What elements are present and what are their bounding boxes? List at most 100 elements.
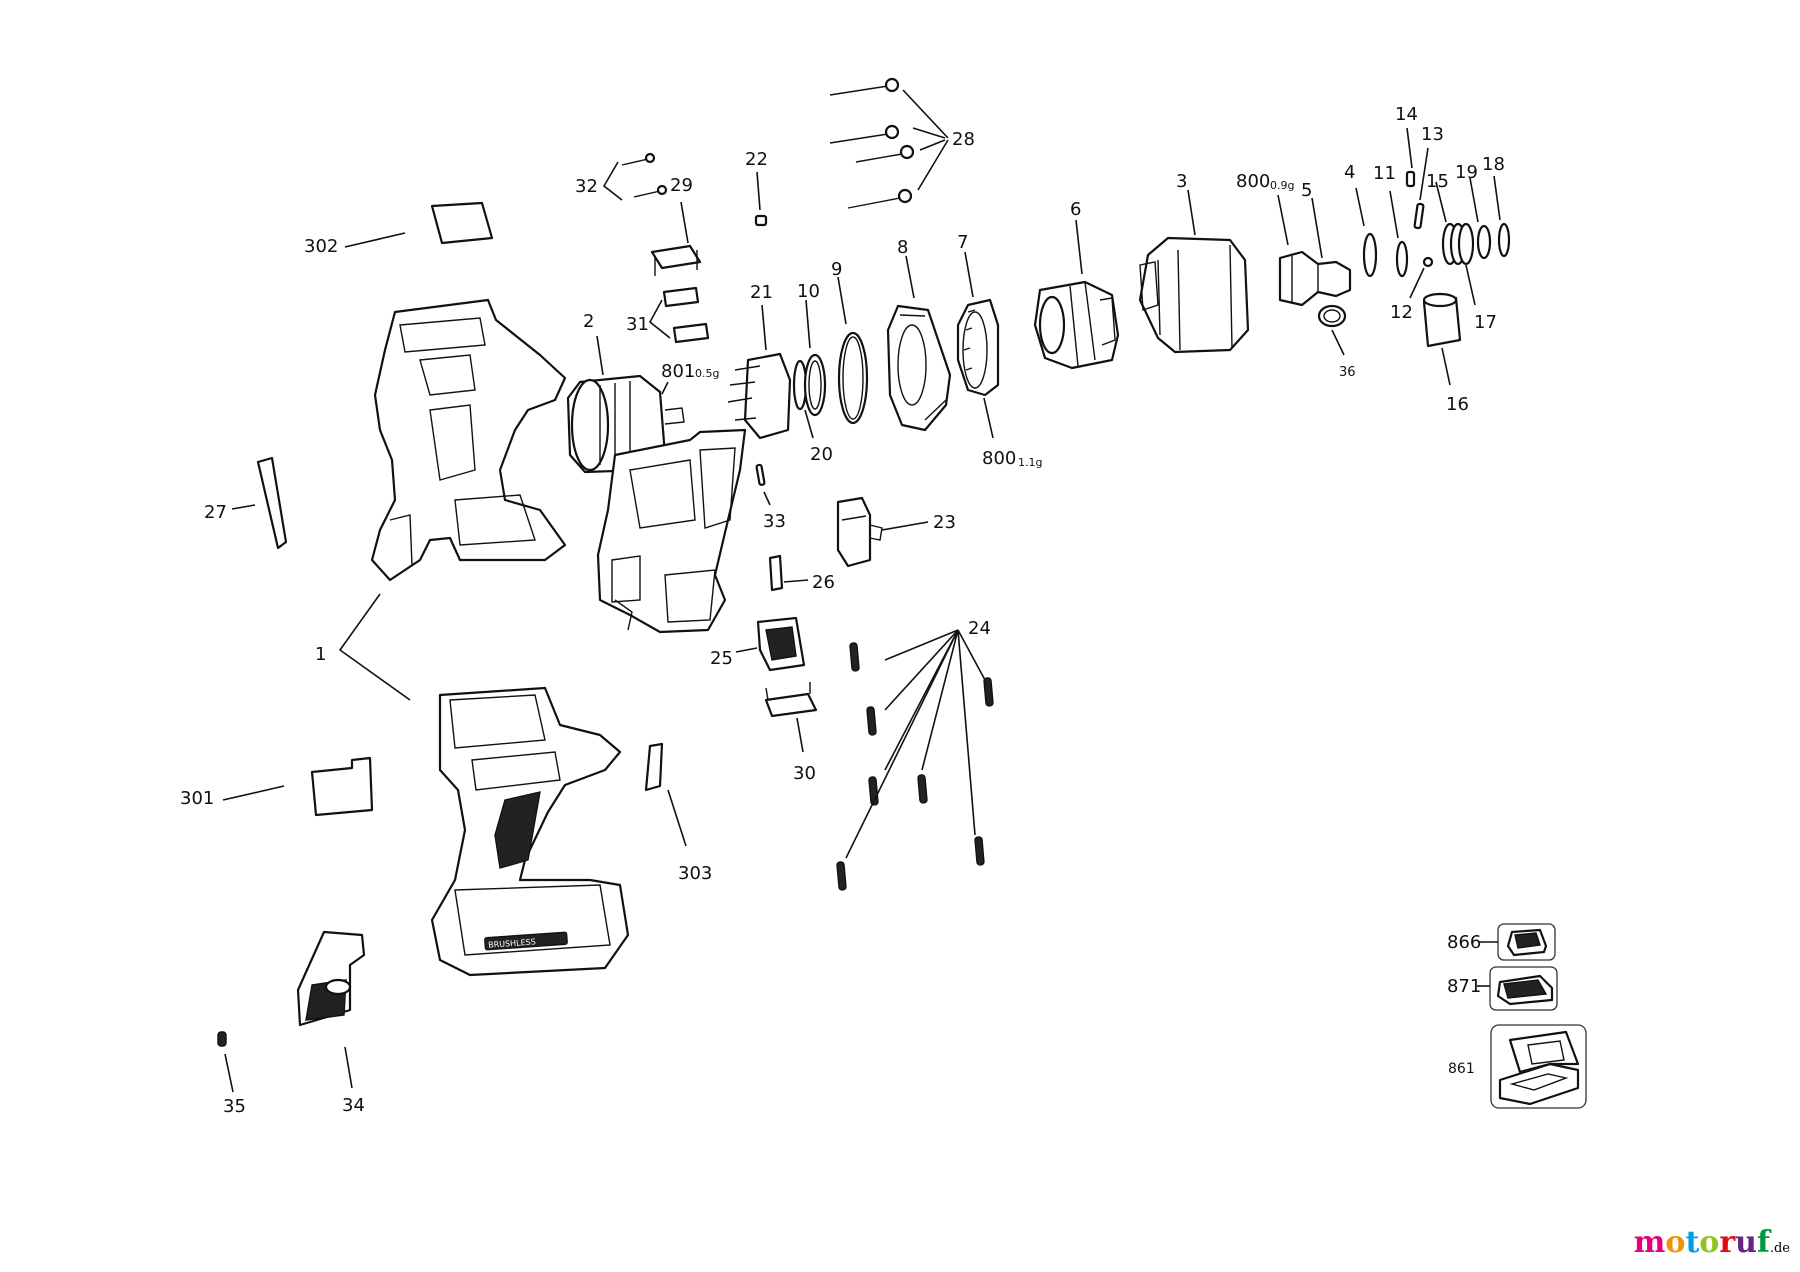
watermark-logo: motoruf.de xyxy=(1634,1225,1790,1260)
label-18: 18 xyxy=(1482,154,1505,175)
label-30: 30 xyxy=(793,763,816,784)
label-19: 19 xyxy=(1455,162,1478,183)
label-6: 6 xyxy=(1070,199,1081,220)
part-1-housing-right: BRUSHLESS xyxy=(430,686,630,977)
part-11-washer: 11 xyxy=(1373,163,1409,278)
accessory-866-battery: 866 xyxy=(1447,923,1556,961)
part-302-label: 302 xyxy=(304,201,494,257)
label-12: 12 xyxy=(1390,302,1413,323)
part-12-ball: 12 xyxy=(1390,256,1434,323)
label-26: 26 xyxy=(812,572,835,593)
label-35: 35 xyxy=(223,1096,246,1117)
label-866: 866 xyxy=(1447,932,1481,953)
label-11: 11 xyxy=(1373,163,1396,184)
label-800-a: 800 xyxy=(1236,171,1270,192)
label-16: 16 xyxy=(1446,394,1469,415)
label-4: 4 xyxy=(1344,162,1355,183)
watermark-letter: u xyxy=(1735,1225,1757,1260)
label-27: 27 xyxy=(204,502,227,523)
watermark-text: motoruf xyxy=(1634,1225,1770,1260)
label-31: 31 xyxy=(626,314,649,335)
label-801: 801 xyxy=(661,361,695,382)
part-303-label: 303 xyxy=(644,742,712,884)
label-14: 14 xyxy=(1395,104,1418,125)
part-23-cap: 23 xyxy=(836,496,956,568)
label-861: 861 xyxy=(1448,1061,1475,1077)
label-17: 17 xyxy=(1474,312,1497,333)
label-871: 871 xyxy=(1447,976,1481,997)
part-7-ring-gear: 7 xyxy=(956,232,1000,397)
watermark-letter: m xyxy=(1633,1225,1666,1260)
accessory-871-charger: 871 xyxy=(1447,966,1558,1011)
part-4-washer: 4 xyxy=(1344,162,1378,278)
label-5: 5 xyxy=(1301,180,1312,201)
part-28-screws: 28 xyxy=(829,77,975,209)
label-301: 301 xyxy=(180,788,214,809)
part-14-pin: 14 xyxy=(1395,104,1418,188)
label-22: 22 xyxy=(745,149,768,170)
label-3: 3 xyxy=(1176,171,1187,192)
badge-brushless: BRUSHLESS xyxy=(488,937,536,949)
part-800-grease-1: 800 1.1g xyxy=(982,397,1042,469)
part-25-trigger: 25 xyxy=(710,616,806,672)
label-25: 25 xyxy=(710,648,733,669)
watermark-letter: o xyxy=(1665,1225,1686,1260)
part-801-grease: 801 0.5g xyxy=(661,361,719,395)
callout-1: 1 xyxy=(315,593,411,701)
part-33-pin: 33 xyxy=(755,463,786,532)
label-20: 20 xyxy=(810,444,833,465)
part-24-screws: 24 xyxy=(836,618,994,891)
part-19-ring: 19 xyxy=(1455,162,1492,260)
part-35-screw: 35 xyxy=(217,1031,246,1117)
part-5-anvil: 5 xyxy=(1278,180,1352,307)
label-33: 33 xyxy=(763,511,786,532)
watermark-letter: f xyxy=(1756,1225,1770,1260)
part-15-spring: 15 xyxy=(1426,171,1475,266)
label-302: 302 xyxy=(304,236,338,257)
label-800-b: 800 xyxy=(982,448,1016,469)
part-34-belt-clip: 34 xyxy=(296,930,366,1116)
part-29-clip: 29 xyxy=(650,175,702,276)
part-6-carrier: 6 xyxy=(1033,199,1120,370)
part-9-oring: 9 xyxy=(831,259,869,425)
part-30-clip: 30 xyxy=(764,682,818,784)
label-1: 1 xyxy=(315,644,326,665)
part-17-callout: 17 xyxy=(1465,264,1497,333)
watermark-letter: r xyxy=(1719,1225,1736,1260)
part-36-oring: 36 xyxy=(1317,304,1356,380)
part-3-nose-housing: 3 xyxy=(1138,171,1250,354)
part-13-pin: 13 xyxy=(1413,124,1444,230)
part-32-screws: 32 xyxy=(575,152,668,201)
label-800-a-weight: 0.9g xyxy=(1270,179,1294,192)
label-24: 24 xyxy=(968,618,991,639)
label-8: 8 xyxy=(897,237,908,258)
label-800-b-weight: 1.1g xyxy=(1018,456,1042,469)
label-2: 2 xyxy=(583,311,594,332)
label-34: 34 xyxy=(342,1095,365,1116)
label-9: 9 xyxy=(831,259,842,280)
part-2-motor: 2 xyxy=(566,311,685,474)
part-20-washer: 20 xyxy=(792,359,833,465)
part-800-grease-2: 800 0.9g xyxy=(1236,171,1294,246)
label-7: 7 xyxy=(957,232,968,253)
label-303: 303 xyxy=(678,863,712,884)
part-27-plate: 27 xyxy=(204,456,288,550)
part-switch-board xyxy=(596,428,747,634)
part-10-ring: 10 xyxy=(797,281,827,417)
label-29: 29 xyxy=(670,175,693,196)
part-22-cap: 22 xyxy=(745,149,768,227)
label-10: 10 xyxy=(797,281,820,302)
accessory-861-case: 861 xyxy=(1448,1024,1587,1109)
label-36: 36 xyxy=(1339,365,1356,380)
part-8-gear-housing: 8 xyxy=(886,237,952,432)
part-21-plate: 21 xyxy=(727,282,792,440)
label-13: 13 xyxy=(1421,124,1444,145)
watermark-letter: o xyxy=(1699,1225,1720,1260)
label-801-weight: 0.5g xyxy=(695,367,719,380)
watermark-letter: t xyxy=(1685,1225,1700,1260)
label-28: 28 xyxy=(952,129,975,150)
watermark-suffix: .de xyxy=(1769,1241,1790,1256)
part-18-ring: 18 xyxy=(1482,154,1511,258)
label-21: 21 xyxy=(750,282,773,303)
